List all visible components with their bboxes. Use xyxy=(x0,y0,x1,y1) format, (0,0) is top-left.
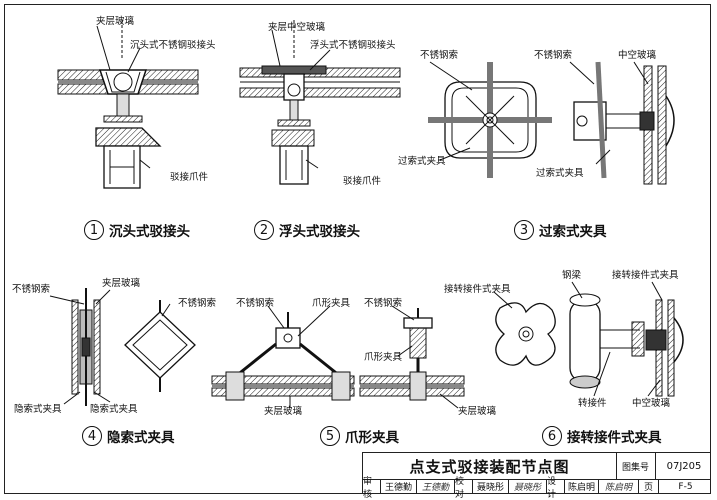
detail-3b-drawing xyxy=(569,61,675,185)
caption-detail-5: 5 爪形夹具 xyxy=(320,426,399,446)
atlas-label: 图集号 xyxy=(616,453,656,479)
detail-title: 沉头式驳接头 xyxy=(109,224,190,240)
checker-signature: 聂晓彤 xyxy=(509,479,547,494)
label-stainless-cable-5: 不锈钢索 xyxy=(236,298,275,309)
label-hollow-glass-2: 中空玻璃 xyxy=(632,398,671,409)
caption-detail-6: 6 接转接件式夹具 xyxy=(542,426,662,446)
review-label: 审核 xyxy=(363,477,381,500)
detail-title: 爪形夹具 xyxy=(345,430,399,446)
label-hollow-glass: 中空玻璃 xyxy=(618,50,657,61)
page-number: F-5 xyxy=(678,481,693,492)
label-stainless-cable-2: 不锈钢索 xyxy=(534,50,573,61)
detail-6-drawing xyxy=(493,281,684,397)
atlas-number: 07J205 xyxy=(666,460,702,472)
label-laminated-glass: 夹层玻璃 xyxy=(96,16,135,27)
label-hidden-clamp: 隐索式夹具 xyxy=(14,404,62,415)
caption-detail-4: 4 隐索式夹具 xyxy=(82,426,175,446)
label-laminated-hollow-glass: 夹层中空玻璃 xyxy=(268,22,326,33)
detail-number: 5 xyxy=(320,426,340,446)
detail-title: 隐索式夹具 xyxy=(107,430,175,446)
detail-5b-drawing xyxy=(359,305,465,409)
label-adapter-clamp: 接转接件式夹具 xyxy=(444,284,511,295)
designer-signature: 陈启明 xyxy=(599,479,639,494)
detail-title: 接转接件式夹具 xyxy=(567,430,662,446)
reviewer-name: 王德勤 xyxy=(381,479,417,494)
reviewer-signature: 王德勤 xyxy=(417,479,455,494)
label-countersunk-head: 沉头式不锈钢驳接头 xyxy=(130,40,216,51)
label-laminated-glass-3: 夹层玻璃 xyxy=(264,406,303,417)
detail-4-drawing xyxy=(49,288,196,406)
label-claw-clamp-2: 爪形夹具 xyxy=(364,352,403,363)
label-through-clamp: 过索式夹具 xyxy=(398,156,446,167)
detail-number: 3 xyxy=(514,220,534,240)
checker-name: 聂晓彤 xyxy=(473,479,509,494)
label-claw-clamp: 爪形夹具 xyxy=(312,298,351,309)
detail-3-drawing xyxy=(428,61,552,178)
detail-2-drawing xyxy=(239,20,401,185)
page-label: 页 xyxy=(639,479,659,494)
detail-number: 6 xyxy=(542,426,562,446)
check-label: 校对 xyxy=(455,477,473,500)
label-adapter-clamp-2: 接转接件式夹具 xyxy=(612,270,679,281)
caption-detail-1: 1 沉头式驳接头 xyxy=(84,220,190,240)
label-steel-beam: 钢梁 xyxy=(562,270,582,281)
label-through-clamp-2: 过索式夹具 xyxy=(536,168,584,179)
label-stainless-cable-6: 不锈钢索 xyxy=(364,298,403,309)
designer-name: 陈启明 xyxy=(565,479,599,494)
title-row: 点支式驳接装配节点图 图集号 07J205 xyxy=(363,453,711,480)
signature-row: 审核 王德勤 王德勤 校对 聂晓彤 聂晓彤 设计 陈启明 陈启明 页 F-5 xyxy=(363,477,711,500)
label-claw-piece: 驳接爪件 xyxy=(170,172,209,183)
label-floating-head: 浮头式不锈钢驳接头 xyxy=(310,40,396,51)
detail-5-drawing xyxy=(211,305,355,408)
drawing-title: 点支式驳接装配节点图 xyxy=(363,453,617,479)
label-claw-piece-2: 驳接爪件 xyxy=(343,176,382,187)
label-laminated-glass-4: 夹层玻璃 xyxy=(458,406,497,417)
drawing-frame xyxy=(4,4,711,494)
label-adapter: 转接件 xyxy=(578,398,607,409)
label-stainless-cable-3: 不锈钢索 xyxy=(12,284,51,295)
detail-title: 浮头式驳接头 xyxy=(279,224,360,240)
label-stainless-cable-4: 不锈钢索 xyxy=(178,298,217,309)
design-label: 设计 xyxy=(547,477,565,500)
detail-title: 过索式夹具 xyxy=(539,224,607,240)
label-laminated-glass-2: 夹层玻璃 xyxy=(102,278,141,289)
detail-number: 2 xyxy=(254,220,274,240)
label-stainless-cable: 不锈钢索 xyxy=(420,50,459,61)
detail-number: 1 xyxy=(84,220,104,240)
detail-1-drawing xyxy=(57,20,199,189)
caption-detail-2: 2 浮头式驳接头 xyxy=(254,220,360,240)
label-hidden-clamp-2: 隐索式夹具 xyxy=(90,404,138,415)
title-block: 点支式驳接装配节点图 图集号 07J205 审核 王德勤 王德勤 校对 聂晓彤 … xyxy=(362,452,711,500)
detail-number: 4 xyxy=(82,426,102,446)
caption-detail-3: 3 过索式夹具 xyxy=(514,220,607,240)
